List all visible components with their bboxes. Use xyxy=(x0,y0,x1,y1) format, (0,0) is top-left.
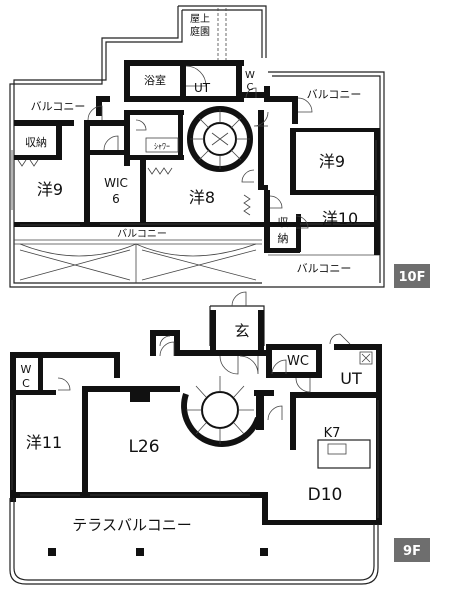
label-living-26: L26 xyxy=(128,437,159,457)
floor-10-labels: 屋上 庭園 浴室 UT W C バルコニー バルコニー 収納 ｼｬﾜｰ 洋9 W… xyxy=(25,13,430,288)
label-balcony-bottom: バルコニー xyxy=(117,228,167,240)
label-kitchen-7: K7 xyxy=(324,426,341,441)
label-ut-10f: UT xyxy=(194,81,211,95)
label-entrance: 玄 xyxy=(234,322,249,340)
label-roof-garden-top: 屋上 xyxy=(190,13,210,25)
label-bath: 浴室 xyxy=(144,73,166,87)
floor-10-plan xyxy=(9,5,385,288)
floor-tag-9f-box xyxy=(394,538,430,562)
label-storage-left: 収納 xyxy=(25,136,47,149)
label-wc-9f-left-bottom: C xyxy=(22,377,30,390)
label-western-9-left: 洋9 xyxy=(37,180,63,199)
label-storage-right-top: 収 xyxy=(278,216,289,229)
label-western-9-right: 洋9 xyxy=(319,152,345,171)
label-roof-garden-bottom: 庭園 xyxy=(190,25,210,38)
label-wc-10f-top: W xyxy=(245,70,255,81)
label-shower: ｼｬﾜｰ xyxy=(154,142,170,151)
label-wc-9f-right: WC xyxy=(287,354,309,369)
label-wc-9f-left-top: W xyxy=(21,363,32,376)
label-balcony-right: バルコニー xyxy=(307,88,362,101)
floor-tag-10f-box xyxy=(394,264,430,288)
label-ut-9f: UT xyxy=(340,369,362,388)
floor-9-plan xyxy=(9,291,382,585)
label-balcony-left: バルコニー xyxy=(31,100,86,113)
label-western-11: 洋11 xyxy=(26,433,62,452)
label-wic-top: WIC xyxy=(104,176,128,190)
label-wic-bottom: 6 xyxy=(112,192,120,206)
floor-tag-9f: 9F xyxy=(403,544,421,559)
floor-tag-10f: 10F xyxy=(399,270,426,285)
floor-9-labels: 玄 WC UT W C 洋11 L26 K7 D10 テラスバルコニー 9F xyxy=(21,322,430,562)
label-dining-10: D10 xyxy=(308,485,343,505)
label-western-10: 洋10 xyxy=(322,209,358,228)
label-storage-right-bottom: 納 xyxy=(278,232,289,245)
label-balcony-bottom-right: バルコニー xyxy=(297,262,352,275)
label-western-8: 洋8 xyxy=(189,188,215,207)
label-wc-10f-bottom: C xyxy=(247,82,254,93)
label-terrace-balcony: テラスバルコニー xyxy=(72,516,191,534)
